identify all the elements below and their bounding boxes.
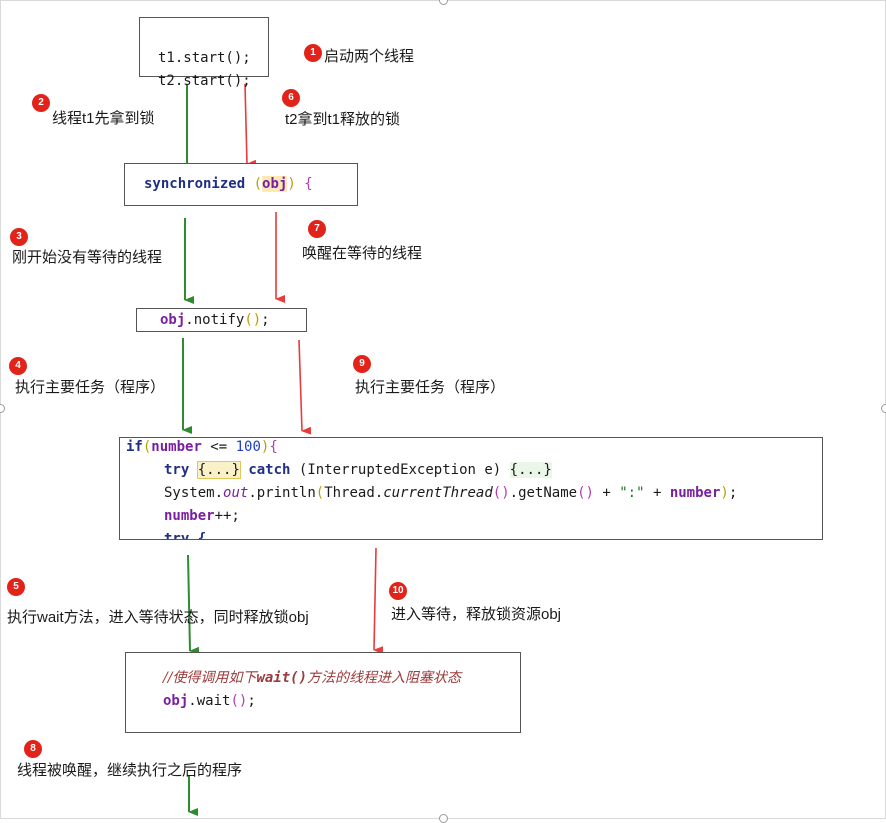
code-box-start-threads: t1.start(); t2.start(); — [139, 17, 269, 89]
step-label-5: 执行wait方法，进入等待状态，同时释放锁obj — [7, 609, 309, 626]
arrow-t1-task-to-wait — [187, 554, 200, 655]
step-label-1: 启动两个线程 — [324, 48, 415, 65]
start-line-2: t2.start(); — [158, 73, 251, 89]
resize-handle-top[interactable] — [439, 0, 448, 5]
step-badge-5: 5 — [7, 578, 25, 596]
arrow-t2-task-to-wait — [373, 547, 384, 655]
arrow-t2-notify-to-task — [298, 339, 312, 435]
notify-object: obj — [160, 312, 186, 328]
code-line-println: System.out.println(Thread.currentThread(… — [164, 485, 738, 501]
code-line-increment: number++; — [164, 508, 240, 524]
thread1-arrows — [182, 84, 200, 816]
step-label-3: 刚开始没有等待的线程 — [12, 249, 163, 266]
step-badge-3: 3 — [10, 228, 28, 246]
code-box-synchronized: synchronized (obj) { — [124, 163, 358, 206]
synchronized-keyword: synchronized — [144, 176, 246, 192]
step-label-6: t2拿到t1释放的锁 — [285, 111, 401, 128]
step-badge-2: 2 — [32, 94, 50, 112]
arrow-t2-start-to-sync — [244, 83, 257, 168]
step-label-8: 线程被唤醒，继续执行之后的程序 — [17, 762, 243, 779]
code-line-if: if(number <= 100){ — [126, 439, 278, 455]
code-box-main-task: if(number <= 100){ try {...} catch (Inte… — [119, 437, 823, 540]
step-badge-9: 9 — [353, 355, 371, 373]
code-box-wait: //使得调用如下wait()方法的线程进入阻塞状态 obj.wait(); — [125, 652, 521, 733]
folded-try-block[interactable]: {...} — [196, 461, 241, 479]
step-badge-4: 4 — [9, 357, 27, 375]
notify-call: .notify — [185, 312, 245, 328]
step-badge-7: 7 — [308, 220, 326, 238]
folded-catch-block[interactable]: {...} — [509, 462, 552, 478]
step-badge-1: 1 — [304, 44, 322, 62]
code-box-notify: obj.notify(); — [136, 308, 307, 332]
resize-handle-left[interactable] — [0, 404, 5, 413]
step-badge-6: 6 — [282, 89, 300, 107]
step-badge-8: 8 — [24, 740, 42, 758]
step-label-10: 进入等待，释放锁资源obj — [391, 606, 562, 623]
thread2-arrows — [244, 83, 384, 655]
lock-object: obj — [262, 176, 288, 192]
step-label-9: 执行主要任务（程序） — [355, 379, 506, 396]
start-line-1: t1.start(); — [158, 50, 251, 66]
resize-handle-right[interactable] — [881, 404, 886, 413]
step-badge-10: 10 — [389, 582, 407, 600]
step-label-7: 唤醒在等待的线程 — [302, 245, 423, 262]
code-comment-wait: //使得调用如下wait()方法的线程进入阻塞状态 — [163, 670, 462, 686]
code-line-wait: obj.wait(); — [163, 693, 256, 709]
step-label-4: 执行主要任务（程序） — [15, 379, 166, 396]
step-label-2: 线程t1先拿到锁 — [52, 110, 155, 127]
code-line-try: try {...} catch (InterruptedException e)… — [164, 461, 552, 479]
code-line-partial-try: try { — [164, 531, 207, 540]
